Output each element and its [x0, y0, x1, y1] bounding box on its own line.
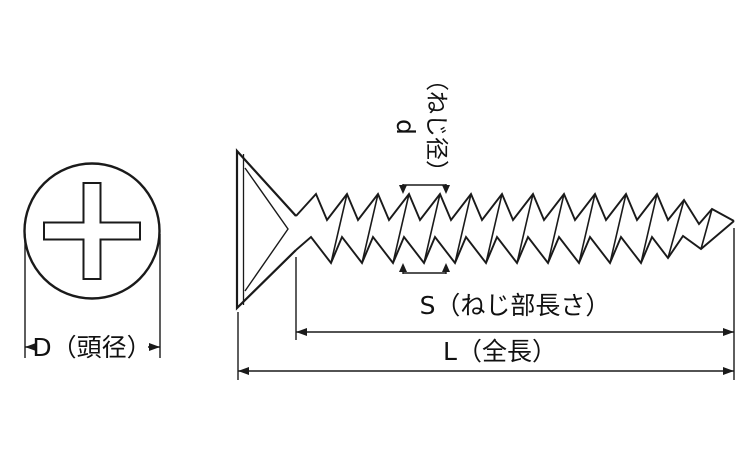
head-front-view — [23, 162, 161, 300]
screw-thread-line — [516, 193, 534, 264]
thread-diameter-dimension: d （ねじ径） — [391, 68, 450, 274]
screw-thread-line — [454, 193, 472, 264]
screw-side-view — [235, 148, 735, 311]
thread-diameter-label-d: d — [391, 119, 420, 135]
arrowhead-left — [238, 367, 249, 375]
arrowhead-right — [723, 328, 734, 336]
total-length-label: L（全長） — [443, 337, 557, 366]
arrowhead-right — [723, 367, 734, 375]
thread-length-label: S（ねじ部長さ） — [420, 291, 611, 320]
screw-thread-line — [547, 193, 565, 264]
screw-thread-line — [700, 208, 713, 250]
arrowhead-left — [25, 343, 36, 351]
arrowhead-left — [296, 328, 307, 336]
head-recess-profile — [244, 167, 289, 292]
screw-thread-line — [640, 193, 658, 264]
total-length-dimension: L（全長） — [237, 312, 734, 380]
thread-group — [295, 192, 735, 265]
screw-thread-line — [295, 220, 735, 265]
screw-thread-line — [609, 193, 627, 264]
arrowhead-right — [149, 343, 160, 351]
screw-thread-line — [423, 193, 441, 264]
thread-length-dimension: S（ねじ部長さ） — [295, 228, 735, 380]
screw-thread-line — [330, 193, 348, 264]
screw-head-outline — [235, 148, 297, 311]
screw-thread-line — [485, 193, 503, 264]
phillips-cross-icon — [43, 182, 141, 280]
screw-thread-line — [295, 192, 735, 226]
screw-thread-line — [667, 199, 685, 259]
label-backplate — [36, 333, 148, 361]
head-circle — [23, 162, 161, 300]
screw-thread-line — [392, 193, 410, 264]
head-diameter-label: D（頭径） — [32, 333, 151, 362]
thread-diameter-label-paren: （ねじ径） — [423, 68, 449, 183]
head-diameter-dimension: D（頭径） — [24, 234, 161, 362]
arrowhead-up — [442, 263, 450, 272]
screw-thread-line — [578, 193, 596, 264]
arrowhead-down — [442, 185, 450, 194]
arrowhead-down — [399, 185, 407, 194]
arrowhead-up — [399, 263, 407, 272]
screw-thread-line — [361, 193, 379, 264]
